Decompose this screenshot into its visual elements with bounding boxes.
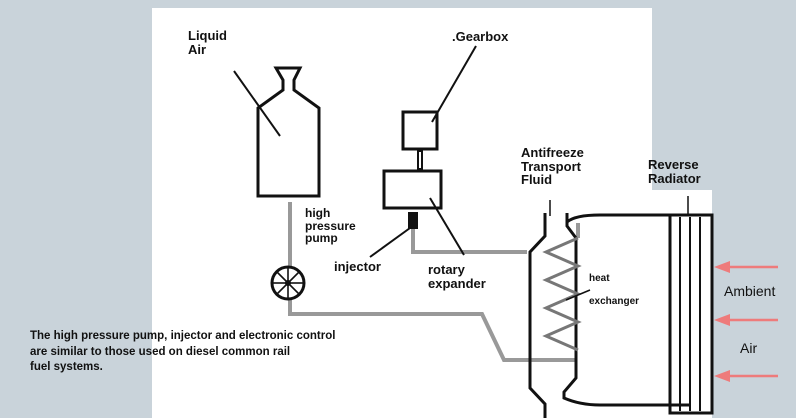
rotary-expander-label: rotary expander bbox=[428, 263, 486, 290]
pump-to-exchanger-line bbox=[288, 300, 576, 362]
liquid-air-label-line-2: Air bbox=[188, 41, 207, 57]
footnote-line-2: are similar to those used on diesel comm… bbox=[30, 345, 291, 358]
radiator-label-line-1: Reverse bbox=[648, 157, 699, 172]
gearbox-label: .Gearbox bbox=[452, 29, 509, 44]
antifreeze-label: Antifreeze Transport Fluid bbox=[521, 146, 584, 187]
ambient-label: Ambient bbox=[724, 283, 776, 299]
injector-pointer bbox=[369, 227, 411, 258]
heat-exchanger-coil bbox=[542, 236, 582, 352]
injector-label: injector bbox=[334, 259, 381, 274]
heat-exchanger-vessel bbox=[528, 213, 690, 418]
pump-label-line-3: pump bbox=[305, 231, 338, 246]
liquid-air-tank bbox=[256, 66, 321, 198]
heat-exchanger-label-exchanger: exchanger bbox=[589, 296, 640, 307]
pump-fan-icon bbox=[270, 265, 306, 301]
pump-label-line-2: pressure bbox=[305, 218, 356, 233]
radiator-top-pipe bbox=[566, 213, 690, 224]
footnote: The high pressure pump, injector and ele… bbox=[30, 329, 335, 376]
pump-label-line-1: high bbox=[305, 206, 331, 220]
air-label: Air bbox=[740, 340, 758, 356]
expander-label-line-1: rotary bbox=[428, 262, 465, 277]
gearbox-pointer bbox=[431, 45, 477, 123]
high-pressure-pump-label: high pressure pump bbox=[305, 207, 356, 245]
liquid-air-label-line-1: Liquid bbox=[188, 28, 227, 43]
antifreeze-label-line-1: Antifreeze bbox=[521, 145, 584, 160]
footnote-line-1: The high pressure pump, injector and ele… bbox=[30, 330, 336, 342]
ambient-air-arrows bbox=[714, 261, 778, 382]
liquid-air-label: Liquid Air bbox=[188, 29, 227, 56]
arrow-left-icon bbox=[714, 261, 778, 273]
rotary-expander-pointer bbox=[429, 197, 465, 256]
antifreeze-label-line-2: Transport bbox=[521, 158, 581, 174]
liquid-air-pointer bbox=[233, 70, 281, 137]
footnote-line-3: fuel systems. bbox=[30, 361, 103, 374]
diagram-canvas bbox=[152, 8, 652, 418]
arrow-left-icon bbox=[714, 314, 778, 326]
heat-exchanger-label-heat: heat bbox=[589, 273, 610, 284]
injector-body bbox=[408, 212, 418, 229]
rotary-expander bbox=[382, 169, 443, 210]
reverse-radiator bbox=[668, 213, 714, 415]
antifreeze-label-line-3: Fluid bbox=[521, 172, 553, 188]
arrow-left-icon bbox=[714, 370, 778, 382]
reverse-radiator-label: Reverse Radiator bbox=[648, 158, 701, 185]
radiator-label-line-2: Radiator bbox=[648, 170, 701, 186]
heat-exchanger-pointer bbox=[565, 289, 591, 301]
expander-label-line-2: expander bbox=[428, 275, 486, 291]
